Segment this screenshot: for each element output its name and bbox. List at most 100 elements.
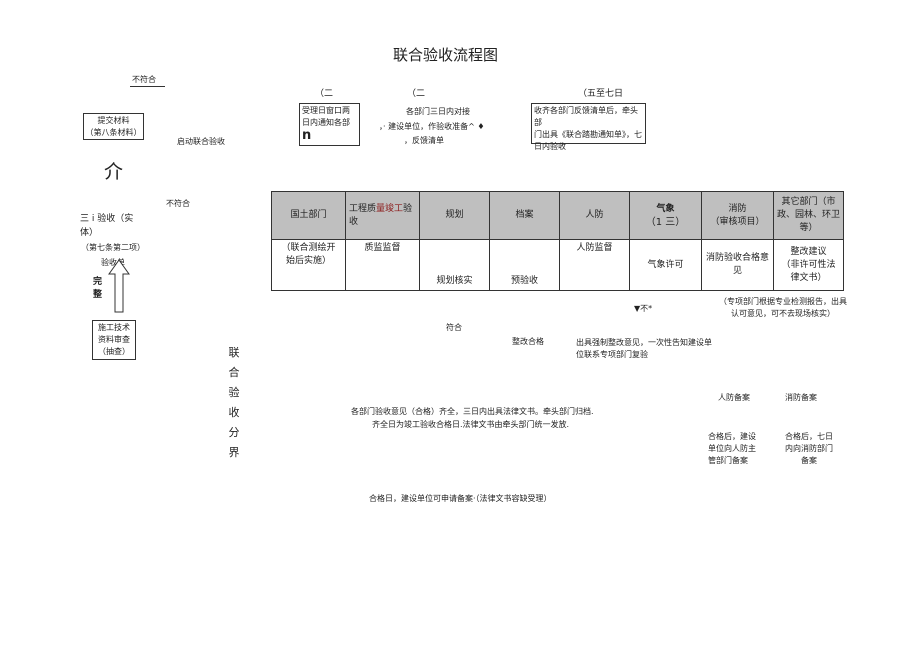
submit-line-1: 提交材料 xyxy=(97,116,130,125)
cell-meteorology-text: 气象许可 xyxy=(647,259,684,270)
doc-line-2: 资料审查 xyxy=(98,335,130,344)
cell-meteorology: 气象许可 xyxy=(629,239,702,291)
header-meteorology-text-2: （1 三） xyxy=(645,216,686,228)
cell-planning: 规划核实 xyxy=(419,239,490,291)
header-other: 其它部门（市政、园林、环卫等） xyxy=(773,191,844,240)
stage2-line-3: ，反馈清单 xyxy=(404,136,444,145)
cell-civil-defense: 人防监督 xyxy=(559,239,630,291)
fire-note-line-3: 备案 xyxy=(801,456,817,465)
complete-line-2: 整 xyxy=(93,290,103,300)
rectify-note: 出具强制整改意见，一次性告知建设单 位联系专项部门复验 xyxy=(576,337,712,361)
doc-line-1: 施工技术 xyxy=(98,323,130,332)
not-ok-arrow-label: ▼不* xyxy=(634,304,653,313)
cell-civil-defense-text: 人防监督 xyxy=(576,243,613,253)
header-civil-defense: 人防 xyxy=(559,191,630,240)
header-civil-defense-text: 人防 xyxy=(585,210,604,220)
header-archive-text: 档案 xyxy=(515,210,534,220)
expert-note: （专项部门根据专业检测报告，出具 认可意见，可不去现场核实） xyxy=(716,296,850,320)
stage2-head: （二 xyxy=(407,89,426,99)
stage3-line-3: 日内验收 xyxy=(534,142,566,151)
header-archive: 档案 xyxy=(489,191,560,240)
cell-fire-text-2: 见 xyxy=(732,266,742,276)
header-other-text-2: 政、园林、环卫 xyxy=(777,210,841,220)
fire-note-line-2: 内向消防部门 xyxy=(785,444,833,453)
stage2-line-2: ，· 建设单位，作验收准备^ ♦ xyxy=(379,122,485,131)
summary-line-2: 齐全日为竣工验收合格日.法律文书由牵头部门统一发放. xyxy=(372,420,570,429)
final-note: 合格日，建设单位可申请备案·（法律文书容缺受理） xyxy=(369,494,552,503)
civil-note-line-3: 管部门备案 xyxy=(708,456,748,465)
cell-other-text-1: 整改建议 xyxy=(790,246,827,257)
boundary-vertical-label: 联合验收分界 xyxy=(228,346,240,459)
not-ok-line xyxy=(130,86,165,87)
stage3-line-2: 门出具《联合踏勘通知单》，七 xyxy=(534,130,642,139)
cell-fire: 消防验收合格意见 xyxy=(701,239,774,291)
stage1-line-1: 受理日窗口两 xyxy=(302,106,350,115)
stage3-line-1: 收齐各部门反馈清单后，牵头部 xyxy=(534,106,638,127)
civil-note-line-2: 单位向人防主 xyxy=(708,444,756,453)
header-fire: 消防 （审核项目） xyxy=(701,191,774,240)
up-arrow-icon xyxy=(108,259,130,313)
stage1-line-3: n xyxy=(302,128,312,143)
header-fire-text-2: （审核项目） xyxy=(710,216,765,227)
civil-note: 合格后，建设 单位向人防主 管部门备案 xyxy=(708,431,756,467)
cell-quality: 质监监督 xyxy=(345,239,420,291)
doc-line-3: （抽查） xyxy=(98,347,130,356)
cell-fire-text-1: 消防验收合格意 xyxy=(705,253,769,263)
cell-other: 整改建议 （非许可性法律文书） xyxy=(773,239,844,291)
not-ok-label: 不符合 xyxy=(132,75,156,84)
submit-materials-box: 提交材料 （第八条材料） xyxy=(83,113,144,140)
civil-note-line-1: 合格后，建设 xyxy=(708,432,756,441)
step-label-3: （第七条第二项） xyxy=(81,243,145,252)
start-joint-acceptance-label: 启动联合验收 xyxy=(177,137,225,146)
cell-land-text-2: 始后实施） xyxy=(285,256,331,266)
table-header-row: 国土部门 工程质量竣工验收 规划 档案 人防 气象（1 三） 消防（审核项目） … xyxy=(271,191,844,240)
flow-glyph: 介 xyxy=(104,161,124,183)
header-meteorology: 气象 （1 三） xyxy=(629,191,702,240)
department-table: 国土部门 工程质量竣工验收 规划 档案 人防 气象（1 三） 消防（审核项目） … xyxy=(271,191,844,291)
cell-quality-text: 质监监督 xyxy=(364,243,401,253)
expert-note-line-1: （专项部门根据专业检测报告，出具 xyxy=(719,297,847,306)
cell-land-text-1: （联合测绘开 xyxy=(281,243,336,253)
complete-line-1: 完 xyxy=(93,277,103,287)
header-land-text: 国土部门 xyxy=(290,210,327,220)
cell-archive-text: 预验收 xyxy=(510,276,538,286)
header-fire-text-1: 消防 xyxy=(728,203,747,214)
header-quality: 工程质量竣工验收 xyxy=(345,191,420,240)
document-review-box: 施工技术 资料审查 （抽查） xyxy=(92,320,136,360)
fire-filing-label: 消防备案 xyxy=(785,393,817,402)
cell-other-text-3: 律文书） xyxy=(790,272,827,283)
table-body-row: （联合测绘开始后实施） 质监监督 规划核实 预验收 人防监督 气象许可 消防验收… xyxy=(271,239,844,291)
stage1-box: 受理日窗口两 日内通知各部 n xyxy=(299,103,360,146)
header-meteorology-text-1: 气象 xyxy=(656,203,675,214)
header-planning: 规划 xyxy=(419,191,490,240)
quality-highlight: 量竣工 xyxy=(376,203,404,214)
stage1-head: （二 xyxy=(315,89,334,99)
header-other-text-1: 其它部门（市 xyxy=(781,197,836,207)
stage3-head: （五至七日 xyxy=(578,89,624,99)
stage2-line-1: 各部门三日内对接 xyxy=(406,107,470,116)
cell-other-text-2: （非许可性法 xyxy=(781,259,836,270)
not-ok-label-2: 不符合 xyxy=(166,199,190,208)
submit-line-2: （第八条材料） xyxy=(85,128,142,137)
rectify-note-line-2: 位联系专项部门复验 xyxy=(576,350,648,359)
fire-note-line-1: 合格后，七日 xyxy=(785,432,833,441)
rectify-ok-label: 整改合格 xyxy=(512,337,544,346)
step-label-4: 验收单 xyxy=(101,258,125,267)
complete-label: 完 整 xyxy=(93,276,102,302)
page-title: 联合验收流程图 xyxy=(393,46,499,64)
header-other-text-3: 等） xyxy=(799,223,818,233)
stage3-box: 收齐各部门反馈清单后，牵头部 门出具《联合踏勘通知单》，七 日内验收 xyxy=(531,103,646,151)
step-label-1: 三 i 验收（实 xyxy=(80,214,134,224)
header-land: 国土部门 xyxy=(271,191,346,240)
ok-label: 符合 xyxy=(446,323,462,332)
header-quality-text-1: 工程质量竣工验 xyxy=(349,203,413,214)
step-label-2: 体） xyxy=(80,228,99,238)
fire-note: 合格后，七日 内向消防部门 备案 xyxy=(779,431,839,467)
cell-archive: 预验收 xyxy=(489,239,560,291)
cell-land: （联合测绘开始后实施） xyxy=(271,239,346,291)
civil-filing-label: 人防备案 xyxy=(718,393,750,402)
expert-note-line-2: 认可意见，可不去现场核实） xyxy=(731,309,835,318)
header-quality-text-2: 收 xyxy=(349,216,359,227)
cell-planning-text: 规划核实 xyxy=(436,276,473,286)
stage1-line-2: 日内通知各部 xyxy=(302,118,350,127)
